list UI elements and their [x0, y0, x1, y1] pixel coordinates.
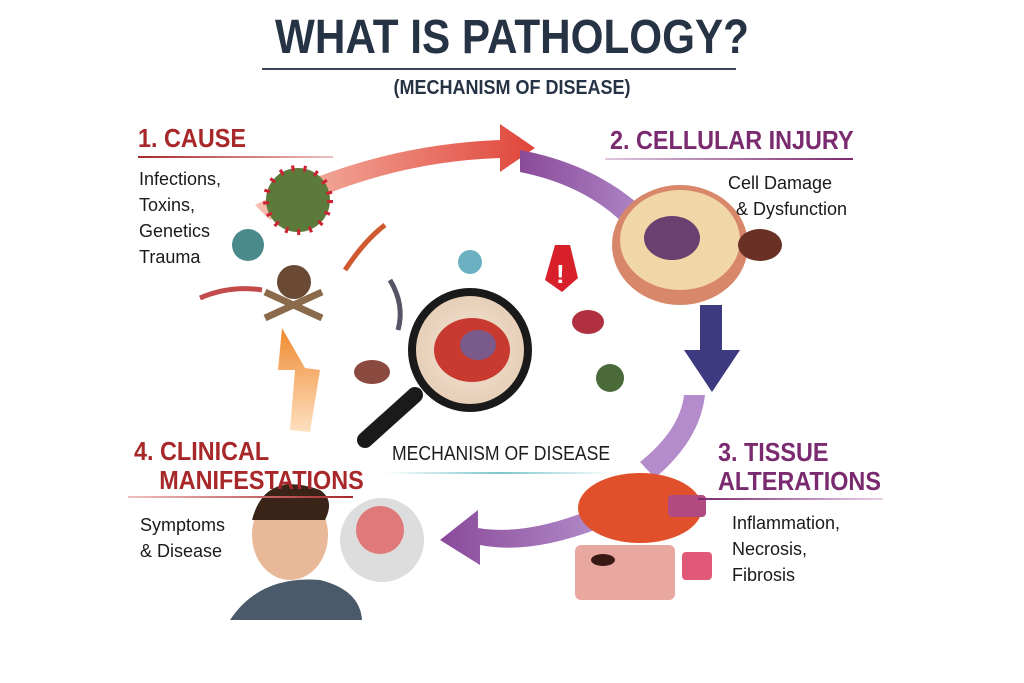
step-1-heading: 1. CAUSE: [138, 123, 246, 153]
arrow-cause-to-injury: [255, 124, 535, 220]
step-3-heading: 3. TISSUE ALTERATIONS: [718, 438, 881, 496]
step-3-line: Fibrosis: [732, 565, 796, 585]
arrow-injury-to-tissue: [684, 305, 740, 392]
step-1-line: Toxins,: [139, 195, 196, 215]
step-2-heading: 2. CELLULAR INJURY: [610, 125, 854, 155]
patient-head-icon: [230, 484, 424, 620]
page-title: WHAT IS PATHOLOGY?: [275, 11, 749, 64]
step-2-description: Cell Damage & Dysfunction: [728, 170, 847, 222]
magnifying-glass-icon: [357, 288, 532, 448]
arrow-injury-curve: [520, 150, 650, 225]
step-4-heading-line: 4. CLINICAL: [134, 436, 270, 466]
title-divider: [262, 68, 736, 70]
damaged-cell-icon: [612, 185, 782, 305]
step-2-divider: [605, 158, 853, 160]
step-1-line: Genetics: [139, 221, 211, 241]
step-1-line: Infections,: [139, 169, 222, 189]
step-1-description: Infections, Toxins, Genetics Trauma: [139, 166, 221, 270]
arrow-tissue-to-clinical: [440, 510, 600, 565]
arrow-clinical-to-cause: [278, 328, 320, 432]
step-2-line: Cell Damage: [728, 173, 833, 193]
step-3-line: Necrosis,: [732, 539, 808, 559]
microbe-icons: [354, 250, 624, 392]
step-3-divider: [698, 498, 883, 500]
step-4-heading-line: MANIFESTATIONS: [159, 465, 364, 495]
step-4-heading: 4. CLINICAL MANIFESTATIONS: [134, 437, 364, 495]
alert-icon: !: [545, 245, 578, 292]
dna-icon: [199, 223, 387, 301]
skull-crossbones-icon: [263, 265, 324, 322]
page-subtitle: (MECHANISM OF DISEASE): [393, 77, 631, 99]
step-4-line: & Disease: [140, 541, 223, 561]
step-3-line: Inflammation,: [732, 513, 841, 533]
step-2-line: & Dysfunction: [736, 199, 848, 219]
step-1-divider: [138, 156, 333, 158]
step-3-heading-line: ALTERATIONS: [718, 466, 881, 496]
virus-icon: [232, 165, 333, 261]
step-3-description: Inflammation, Necrosis, Fibrosis: [732, 510, 840, 588]
step-4-divider: [128, 496, 353, 498]
step-3-heading-line: 3. TISSUE: [718, 437, 829, 467]
tissue-sample-icon: [575, 473, 712, 600]
center-label-underline: [385, 472, 615, 474]
svg-text:!: !: [556, 259, 565, 289]
step-4-description: Symptoms & Disease: [140, 512, 225, 564]
center-label: MECHANISM OF DISEASE: [392, 443, 611, 465]
step-1-line: Trauma: [139, 247, 201, 267]
arrow-tissue-curve: [640, 395, 705, 478]
step-4-line: Symptoms: [140, 515, 226, 535]
